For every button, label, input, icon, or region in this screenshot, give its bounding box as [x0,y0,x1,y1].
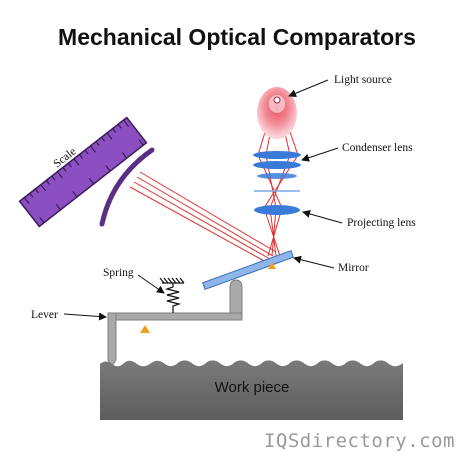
mirror-pivot [268,262,276,269]
diagram-title: Mechanical Optical Comparators [58,24,416,50]
mirror [201,249,295,291]
projection-screen [99,147,155,227]
condenser-lens [253,151,301,179]
lever-pivot [140,325,150,333]
scale [18,116,148,228]
work-piece-label: Work piece [215,379,290,396]
lever-label: Lever [31,309,58,321]
reflected-beams [129,171,277,263]
work-piece [100,360,403,420]
brand-watermark: IQSdirectory.com [264,430,455,452]
spring-label: Spring [103,267,134,279]
projecting-lens-label: Projecting lens [347,217,416,229]
annotation-arrows [63,79,343,321]
lever [107,279,243,367]
mirror-label: Mirror [338,262,369,274]
projecting-lens [254,205,300,215]
light-source [257,87,297,139]
spring [159,277,185,313]
light-source-label: Light source [334,74,392,86]
condenser-lens-label: Condenser lens [342,142,413,154]
